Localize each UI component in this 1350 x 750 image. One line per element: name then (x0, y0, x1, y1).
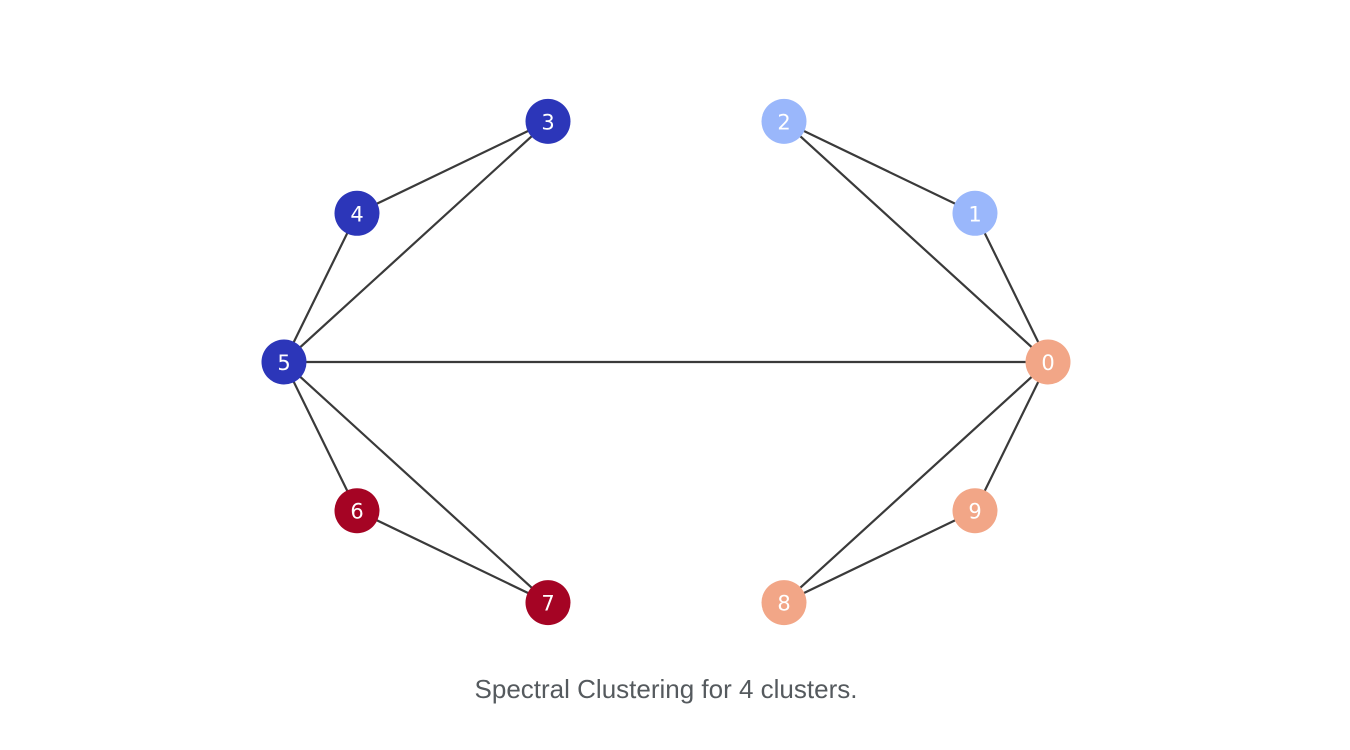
edge-1-0 (973, 212, 1050, 364)
nodes-layer: 0 1 2 3 4 5 6 7 8 9 (261, 98, 1071, 626)
node-circle-2 (761, 98, 807, 144)
node-circle-5 (261, 339, 307, 385)
edge-0-8 (782, 360, 1050, 604)
figure-caption: Spectral Clustering for 4 clusters. (474, 674, 858, 704)
node-9: 9 (952, 488, 998, 534)
node-label-0: 0 (1041, 351, 1054, 375)
node-label-2: 2 (777, 110, 790, 134)
edges-layer (282, 120, 1050, 604)
node-circle-0 (1025, 339, 1071, 385)
edge-2-0 (782, 120, 1050, 364)
node-label-6: 6 (350, 500, 363, 524)
node-circle-3 (525, 98, 571, 144)
node-label-7: 7 (541, 592, 554, 616)
node-circle-4 (334, 190, 380, 236)
edge-5-7 (282, 360, 550, 604)
node-3: 3 (525, 98, 571, 144)
node-7: 7 (525, 580, 571, 626)
cluster-graph: 0 1 2 3 4 5 6 7 8 9 (261, 98, 1071, 626)
edge-3-4 (355, 120, 550, 215)
node-circle-9 (952, 488, 998, 534)
node-8: 8 (761, 580, 807, 626)
node-label-5: 5 (277, 351, 290, 375)
node-4: 4 (334, 190, 380, 236)
node-5: 5 (261, 339, 307, 385)
edge-5-6 (282, 360, 359, 512)
node-label-9: 9 (968, 500, 981, 524)
edge-3-5 (282, 120, 550, 364)
edge-9-8 (782, 509, 977, 604)
edge-0-9 (973, 360, 1050, 512)
node-circle-1 (952, 190, 998, 236)
node-circle-7 (525, 580, 571, 626)
node-2: 2 (761, 98, 807, 144)
node-1: 1 (952, 190, 998, 236)
edge-4-5 (282, 212, 359, 364)
node-circle-6 (334, 488, 380, 534)
node-label-8: 8 (777, 592, 790, 616)
node-label-4: 4 (350, 202, 363, 226)
edge-6-7 (355, 509, 550, 604)
node-label-1: 1 (968, 202, 981, 226)
edge-2-1 (782, 120, 977, 215)
node-circle-8 (761, 580, 807, 626)
node-0: 0 (1025, 339, 1071, 385)
node-label-3: 3 (541, 110, 554, 134)
node-6: 6 (334, 488, 380, 534)
